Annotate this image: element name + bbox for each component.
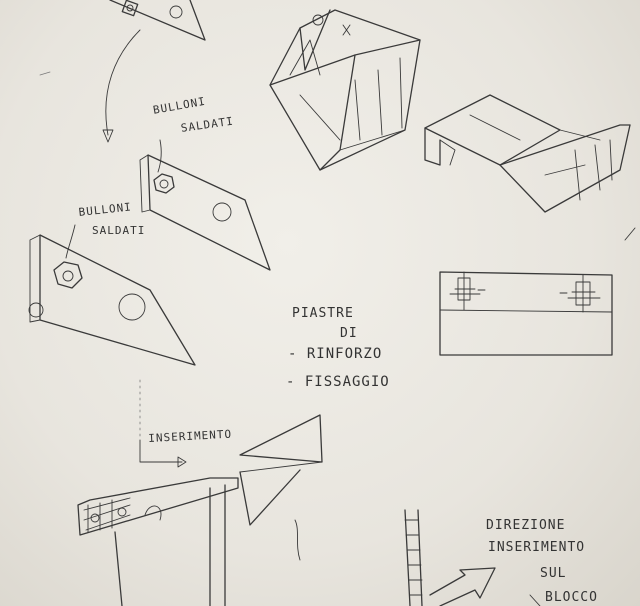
plate-upper — [139, 139, 271, 271]
beam-with-plate — [77, 414, 323, 606]
curved-arrow-top — [102, 29, 141, 143]
plate-lower — [28, 224, 196, 366]
ladder-block — [404, 509, 541, 606]
label-rinforzo: - RINFORZO — [288, 346, 383, 362]
label-fissaggio: - FISSAGGIO — [286, 374, 390, 390]
label-sul: SUL — [540, 566, 567, 581]
label-blocco: BLOCCO — [545, 590, 598, 605]
box-structure-right — [424, 94, 631, 213]
elevation-plate-bolts — [439, 271, 613, 356]
box-structure-top — [269, 9, 421, 171]
misc-marks — [39, 71, 636, 561]
label-di: DI — [340, 326, 358, 341]
top-triangle-plate — [109, 0, 206, 41]
label-direzione: DIREZIONE — [486, 518, 566, 533]
label-piastre: PIASTRE — [292, 306, 354, 321]
insertion-arrow — [139, 379, 187, 468]
label-inserimento-2: INSERIMENTO — [488, 540, 586, 555]
label-bulloni-mid-2: SALDATI — [92, 224, 146, 237]
